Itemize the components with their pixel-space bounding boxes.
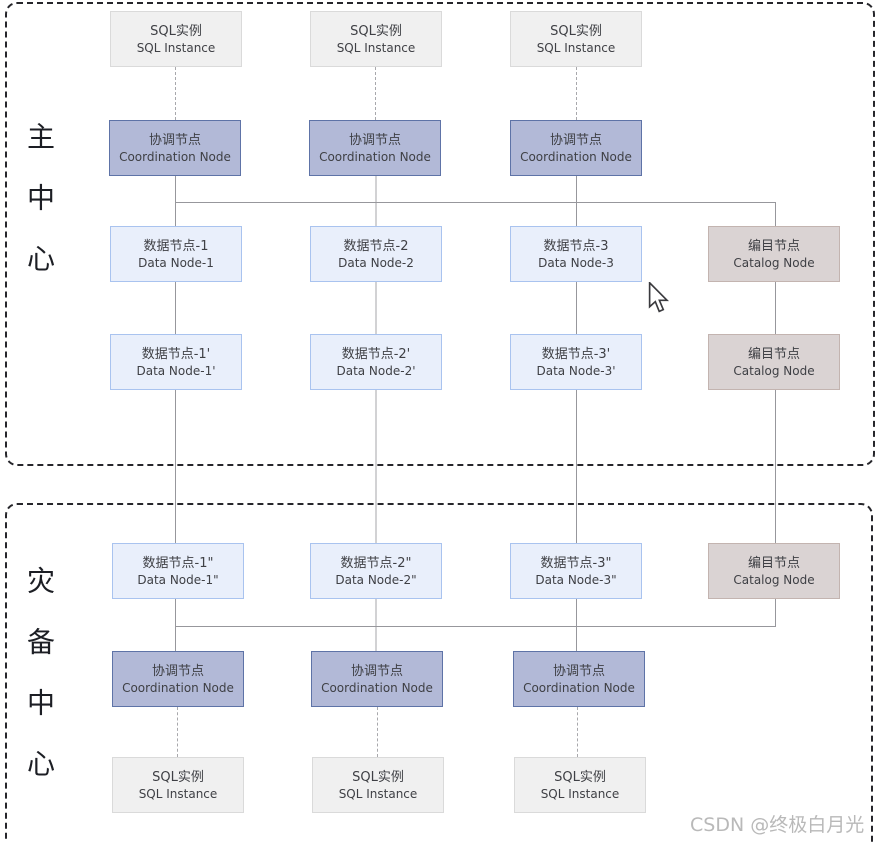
main-data-node-2: 数据节点-2 Data Node-2 [310,226,442,282]
node-label-en: Data Node-2 [338,255,414,270]
dr-center-region-frame [5,503,873,842]
dashed-connector-dr-col2 [377,707,378,757]
node-label-zh: 数据节点-1 [143,238,209,254]
mouse-cursor-icon [648,280,670,319]
node-label-en: Data Node-1' [136,363,216,378]
dr-sql-instance-3: SQL实例 SQL Instance [514,757,646,813]
main-catalog-node-1: 编目节点 Catalog Node [708,226,840,282]
dashed-connector-dr-col1 [177,707,178,757]
node-label-en: Catalog Node [733,255,815,270]
connector-line-col2 [375,176,377,651]
main-sql-instance-3: SQL实例 SQL Instance [510,11,642,67]
dr-data-node-2: 数据节点-2" Data Node-2" [310,543,442,599]
node-label-zh: 协调节点 [148,132,201,148]
node-label-en: SQL Instance [336,40,416,55]
dr-coordination-node-3: 协调节点 Coordination Node [513,651,645,707]
connector-line-col1 [175,176,176,651]
node-label-zh: 数据节点-3" [540,555,612,571]
node-label-zh: SQL实例 [352,769,404,785]
main-data-node-3: 数据节点-3 Data Node-3 [510,226,642,282]
main-coordination-node-1: 协调节点 Coordination Node [109,120,241,176]
dr-catalog-node: 编目节点 Catalog Node [708,543,840,599]
node-label-en: SQL Instance [138,786,218,801]
node-label-zh: 数据节点-2 [343,238,409,254]
node-label-en: SQL Instance [536,40,616,55]
node-label-en: Coordination Node [122,680,234,695]
node-label-zh: SQL实例 [550,23,602,39]
node-label-en: Catalog Node [733,363,815,378]
dr-sql-instance-1: SQL实例 SQL Instance [112,757,244,813]
bus-line-main [175,202,776,203]
node-label-en: Catalog Node [733,572,815,587]
node-label-zh: 协调节点 [350,663,403,679]
node-label-en: Data Node-1" [137,572,219,587]
node-label-zh: SQL实例 [150,23,202,39]
main-data-node-3-prime: 数据节点-3' Data Node-3' [510,334,642,390]
main-sql-instance-2: SQL实例 SQL Instance [310,11,442,67]
dr-center-label: 灾备中心 [23,566,56,810]
dashed-connector-main-col2 [375,67,376,120]
node-label-en: SQL Instance [136,40,216,55]
node-label-zh: SQL实例 [554,769,606,785]
dashed-connector-main-col1 [175,67,176,120]
node-label-zh: SQL实例 [350,23,402,39]
node-label-zh: 协调节点 [552,663,605,679]
main-center-label: 主中心 [23,122,56,305]
dr-coordination-node-1: 协调节点 Coordination Node [112,651,244,707]
node-label-en: Coordination Node [321,680,433,695]
bus-line-dr [175,626,776,627]
node-label-zh: 编目节点 [747,555,800,571]
node-label-en: Coordination Node [520,149,632,164]
node-label-en: Coordination Node [523,680,635,695]
node-label-en: Data Node-3' [536,363,616,378]
node-label-zh: 协调节点 [348,132,401,148]
dr-coordination-node-2: 协调节点 Coordination Node [311,651,443,707]
node-label-zh: 编目节点 [747,346,800,362]
node-label-en: Data Node-3 [538,255,614,270]
main-sql-instance-1: SQL实例 SQL Instance [110,11,242,67]
dashed-connector-main-col3 [576,67,577,120]
node-label-zh: 数据节点-1' [141,346,211,362]
node-label-zh: 数据节点-1" [142,555,214,571]
node-label-zh: 数据节点-2' [341,346,411,362]
node-label-zh: 协调节点 [549,132,602,148]
node-label-en: Data Node-2' [336,363,416,378]
node-label-zh: 数据节点-2" [340,555,412,571]
node-label-en: SQL Instance [338,786,418,801]
node-label-zh: SQL实例 [152,769,204,785]
dr-data-node-3: 数据节点-3" Data Node-3" [510,543,642,599]
node-label-en: Data Node-1 [138,255,214,270]
node-label-zh: 协调节点 [151,663,204,679]
node-label-en: SQL Instance [540,786,620,801]
node-label-zh: 数据节点-3 [543,238,609,254]
dashed-connector-dr-col3 [577,707,578,757]
main-catalog-node-2: 编目节点 Catalog Node [708,334,840,390]
dr-data-node-1: 数据节点-1" Data Node-1" [112,543,244,599]
main-coordination-node-2: 协调节点 Coordination Node [309,120,441,176]
node-label-zh: 编目节点 [747,238,800,254]
node-label-en: Data Node-2" [335,572,417,587]
node-label-en: Coordination Node [319,149,431,164]
main-data-node-2-prime: 数据节点-2' Data Node-2' [310,334,442,390]
csdn-watermark: CSDN @终极白月光 [690,814,865,836]
node-label-en: Data Node-3" [535,572,617,587]
main-data-node-1: 数据节点-1 Data Node-1 [110,226,242,282]
connector-line-col3 [576,176,577,651]
node-label-zh: 数据节点-3' [541,346,611,362]
dr-sql-instance-2: SQL实例 SQL Instance [312,757,444,813]
main-data-node-1-prime: 数据节点-1' Data Node-1' [110,334,242,390]
main-coordination-node-3: 协调节点 Coordination Node [510,120,642,176]
node-label-en: Coordination Node [119,149,231,164]
connector-line-catalog [775,202,776,626]
main-center-region-frame [5,2,875,466]
